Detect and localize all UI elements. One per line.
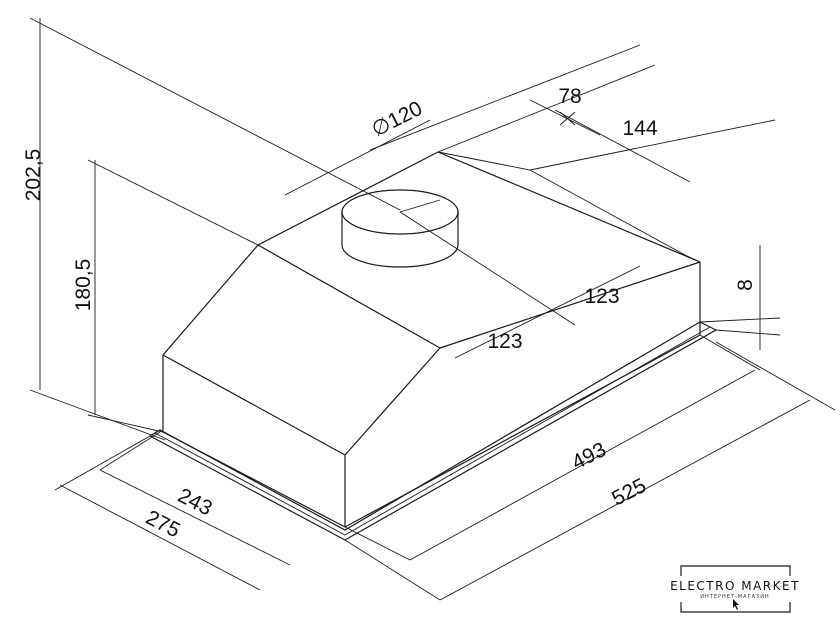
cursor-icon [733, 599, 739, 610]
logo-name: ELECTRO MARKET [670, 579, 800, 593]
label-duct-diameter: ∅120 [368, 97, 426, 142]
store-logo: ELECTRO MARKET ИНТЕРНЕТ-МАГАЗИН [670, 565, 800, 613]
dimension-lines [29, 17, 836, 601]
label-duct-offset: 78 [558, 85, 581, 108]
label-total-height: 202,5 [22, 149, 45, 202]
dimension-labels: 202,5 180,5 ∅120 78 144 123 123 8 493 52… [22, 85, 757, 542]
label-outer-depth: 275 [142, 506, 184, 542]
label-body-height: 180,5 [72, 259, 95, 312]
logo-subtitle: ИНТЕРНЕТ-МАГАЗИН [700, 594, 769, 600]
label-flange-thickness: 8 [734, 279, 757, 291]
label-inner-depth-b: 123 [487, 330, 522, 353]
label-inner-depth-a: 123 [584, 285, 619, 308]
label-duct-to-back: 144 [622, 117, 657, 140]
label-outer-width: 525 [608, 474, 650, 510]
label-inner-depth: 243 [174, 484, 216, 520]
hood-body [148, 151, 718, 541]
